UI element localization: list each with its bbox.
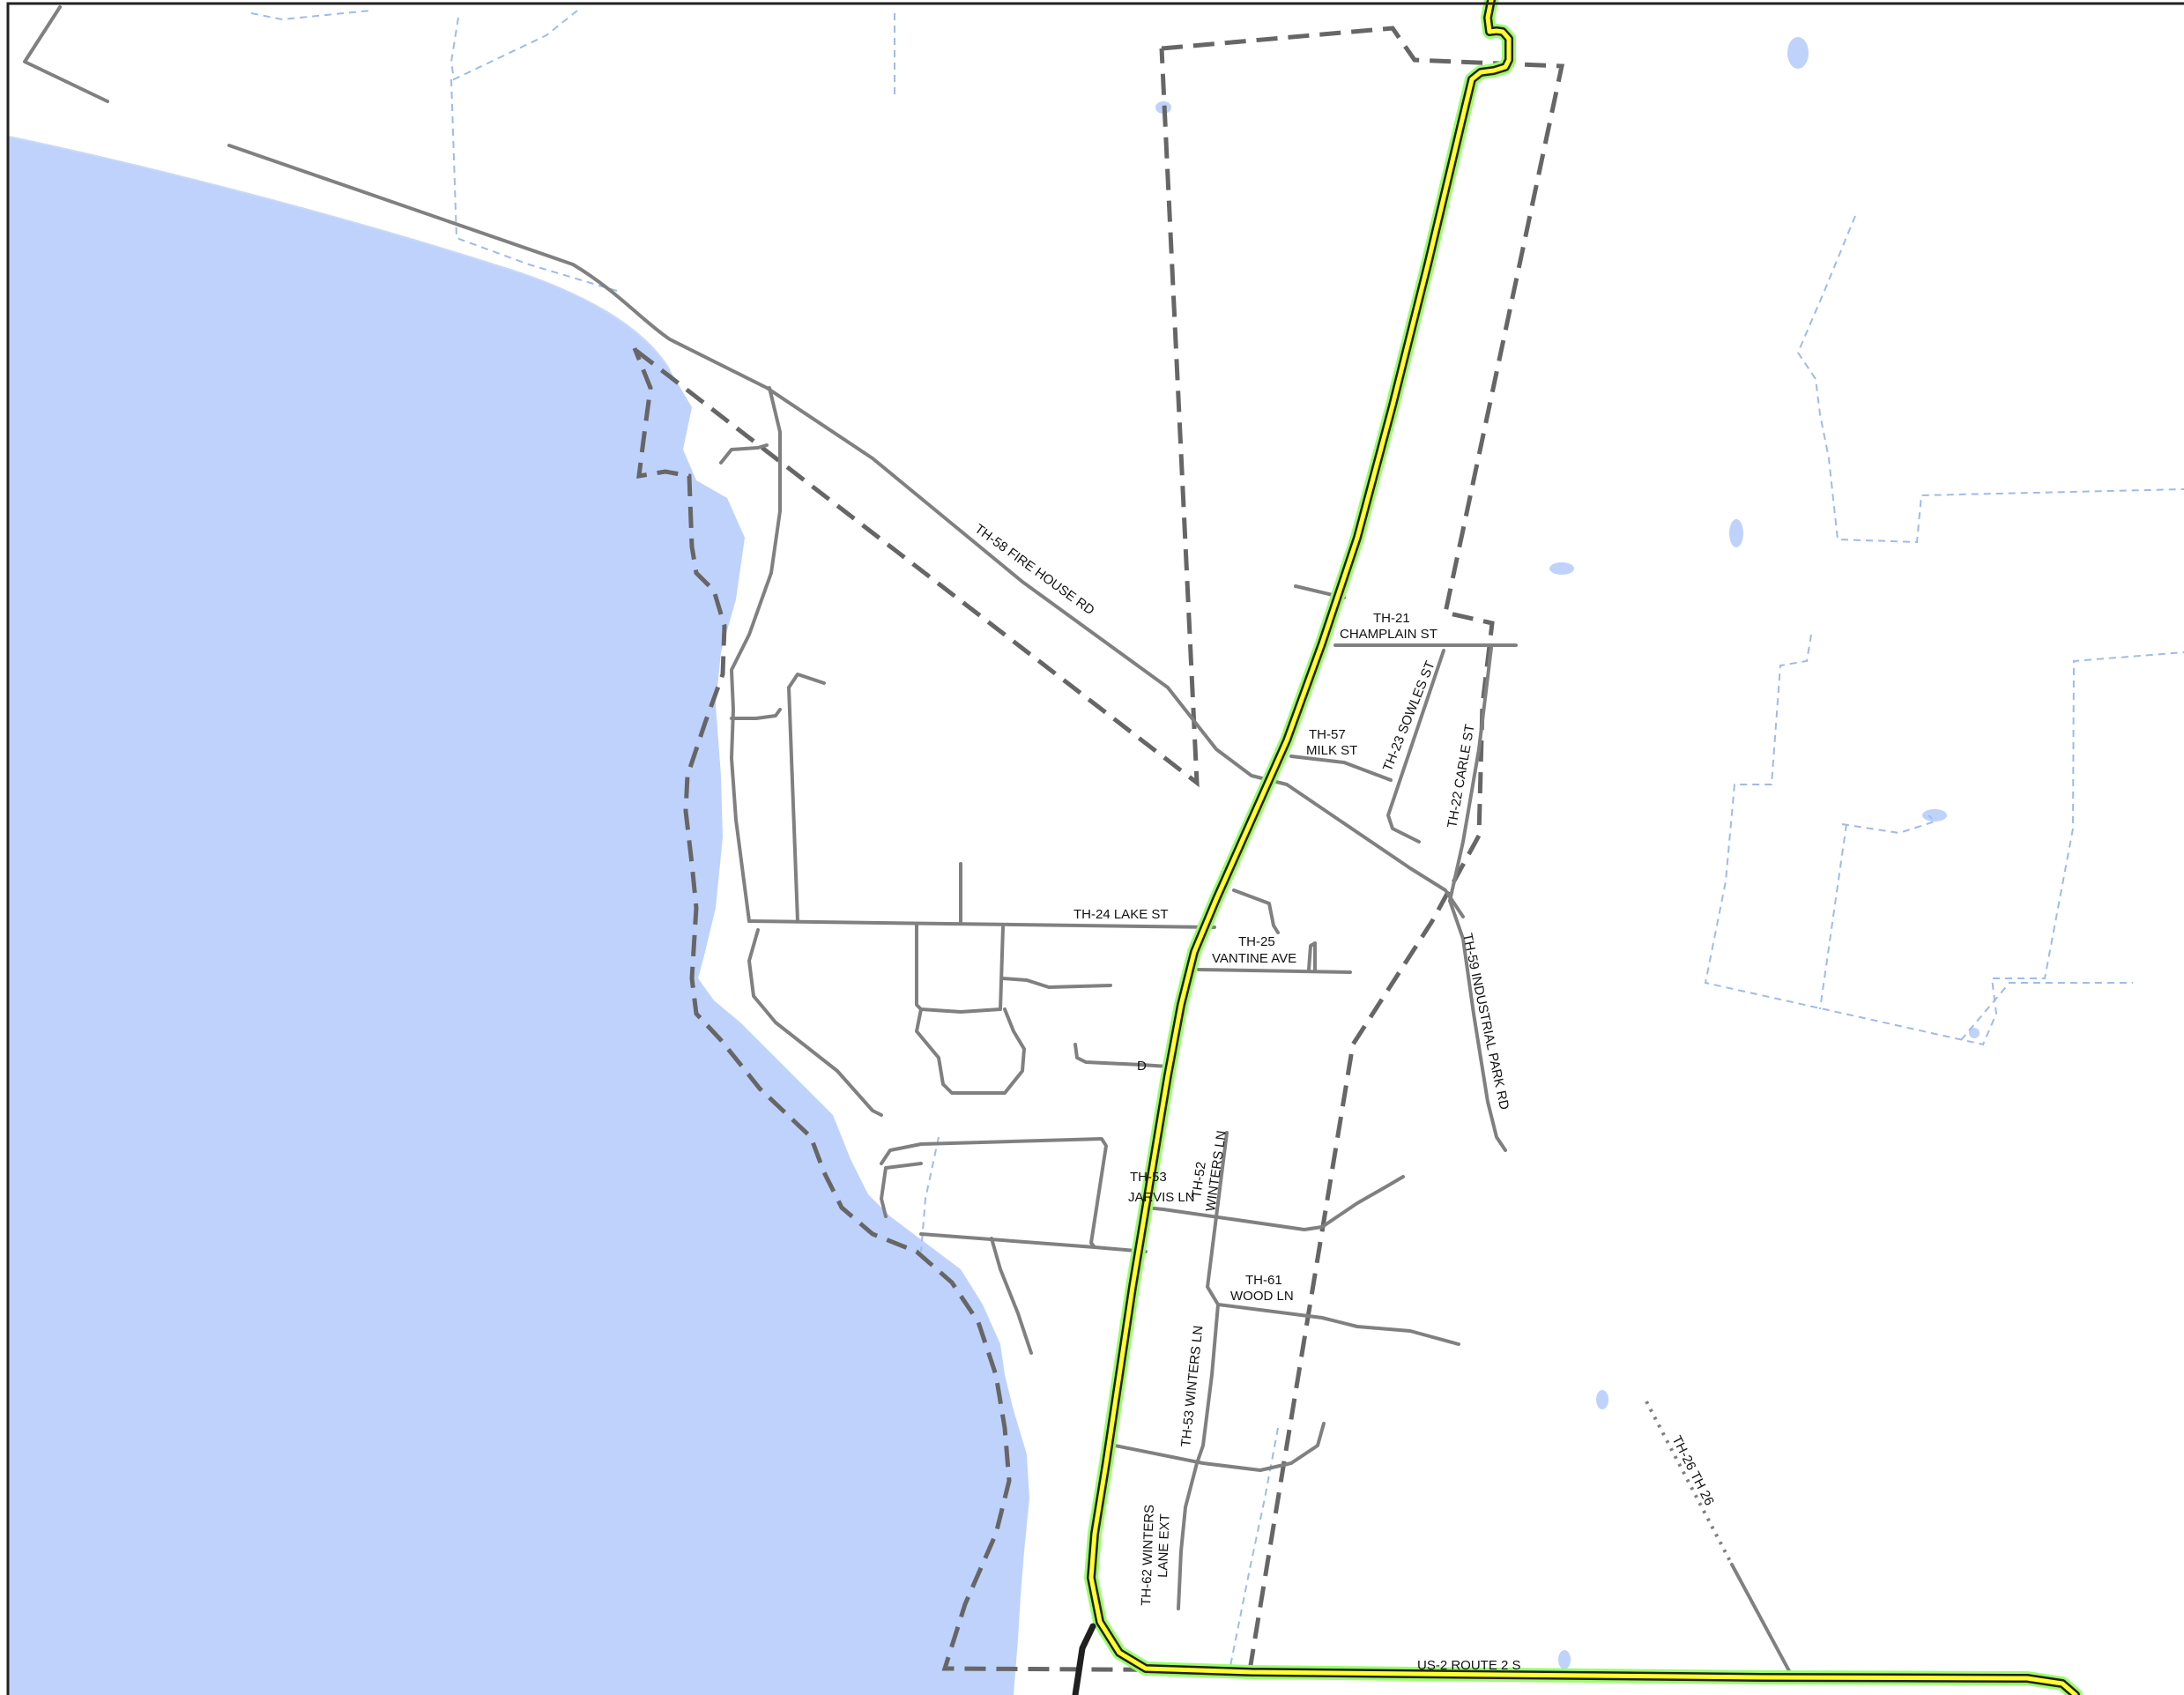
stream (250, 10, 371, 21)
road-sowles-st (1386, 649, 1445, 844)
town-boundary (632, 26, 1565, 1673)
road-west-spur (730, 708, 782, 720)
road-south-west (747, 928, 883, 1117)
label-d: D (1137, 1059, 1147, 1074)
stream (1796, 215, 2184, 544)
road-vantine-loop (1232, 888, 1280, 934)
road-west-inner (787, 673, 826, 689)
road-vantine-ave (1197, 968, 1352, 974)
lake-shoreline (8, 136, 671, 371)
road-northwest (23, 5, 109, 103)
highways (1072, 0, 2083, 1695)
road-winters-ln (1195, 1303, 1220, 1465)
stream (920, 1136, 940, 1253)
label-jarvis-ln: JARVIS LN (1128, 1190, 1195, 1205)
map-frame-border (6, 2, 2184, 1695)
road-th-26 (1730, 1563, 1795, 1681)
road-winters-ln-north (1206, 1131, 1229, 1306)
road-jarvis-ln-west-2 (880, 1162, 923, 1218)
label-lake-st: TH-24 LAKE ST (1073, 907, 1169, 922)
stream (1704, 634, 2184, 1046)
label-vantine-ave: VANTINE AVE (1212, 951, 1296, 966)
label-vantine-ave-number: TH-25 (1238, 934, 1275, 949)
label-champlain-st-number: TH-21 (1373, 611, 1410, 626)
pond (1596, 1390, 1608, 1409)
stream (449, 10, 578, 81)
road-block-spur (1001, 977, 1112, 989)
stream (450, 78, 618, 292)
road-jarvis-ln-west-3 (919, 1232, 1096, 1249)
road-industrial-park-rd (1448, 899, 1507, 1152)
pond (1729, 519, 1743, 547)
road-south-west-2 (990, 1237, 1033, 1355)
highway-route-2-south (1072, 1623, 1096, 1695)
label-champlain-st: CHAMPLAIN ST (1340, 627, 1437, 642)
road-d-spur (1073, 1043, 1170, 1068)
pond (1922, 809, 1947, 821)
label-us-2: US-2 ROUTE 2 S (1417, 1658, 1521, 1673)
road-jarvis-ln (1144, 1175, 1405, 1231)
label-jarvis-ln-number: TH-53 (1130, 1170, 1167, 1185)
road-lake-st (747, 919, 1216, 929)
stream (1841, 814, 1936, 835)
road-carle-st (1448, 646, 1493, 903)
stream (1960, 982, 2133, 1041)
boundary-line (635, 48, 1200, 788)
road-west-loop (730, 386, 782, 923)
boundary-line (632, 26, 1565, 1673)
road-fire-house-rd (227, 144, 1465, 918)
highway-route-2 (1088, 0, 2078, 1695)
road-block-west (915, 924, 1005, 1014)
local-roads (23, 5, 1795, 1681)
label-wood-ln: WOOD LN (1230, 1289, 1294, 1304)
label-milk-st: MILK ST (1306, 743, 1357, 758)
road-vantine-spur (1307, 941, 1317, 971)
road-west-spur-2 (719, 443, 769, 465)
label-winters-ln-number: TH-52 (1189, 1161, 1209, 1200)
label-winters-lane-ext-2: LANE EXT (1155, 1513, 1173, 1578)
pond (1969, 1028, 1980, 1038)
label-wood-ln-number: TH-61 (1245, 1273, 1282, 1288)
pond (1558, 1650, 1571, 1669)
label-milk-st-number: TH-57 (1309, 727, 1346, 742)
road-wood-ln (1216, 1303, 1460, 1346)
streams (250, 10, 2184, 1671)
lake-water (9, 137, 1029, 1695)
pond (1787, 37, 1809, 69)
stream (1819, 823, 1847, 1010)
road-milk-st (1289, 755, 1393, 782)
label-winters-lane-ext-1: TH-62 WINTERS (1139, 1505, 1157, 1607)
road-block-loop (915, 1007, 1026, 1095)
ponds (1155, 37, 1980, 1669)
road-south-link (1113, 1422, 1326, 1472)
pond (1549, 562, 1574, 575)
road-winters-lane-ext (1177, 1461, 1199, 1610)
road-west-inner-2 (787, 686, 799, 923)
